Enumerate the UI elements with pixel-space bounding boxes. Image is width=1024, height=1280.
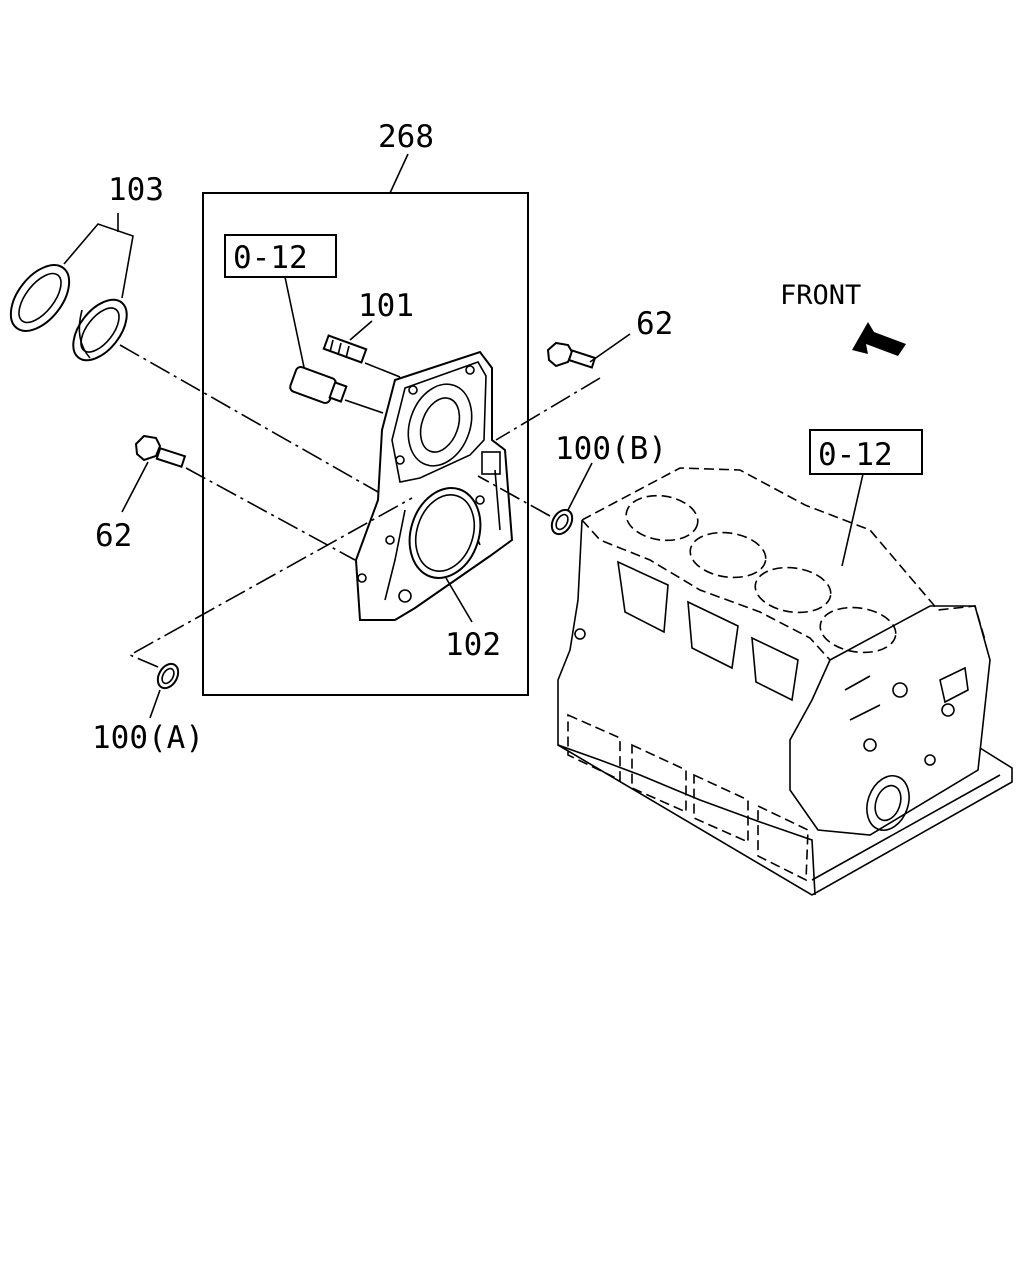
engine-block-part	[557, 467, 1013, 896]
front-arrow-icon	[852, 322, 906, 356]
ref-box-upper	[224, 234, 337, 278]
bolt-right-part	[546, 341, 597, 369]
leader-100a	[149, 689, 161, 719]
label-ref-upper[interactable]: 0-12	[233, 240, 308, 276]
leader-100b	[567, 462, 593, 511]
orifice-a-part	[156, 662, 180, 690]
gasket-inner	[414, 494, 476, 572]
leader-ref-block	[841, 473, 864, 567]
orifice-b-part	[550, 508, 574, 536]
assembly-frame	[202, 192, 529, 696]
label-ref-block[interactable]: 0-12	[818, 437, 893, 473]
orifice-a-inner	[161, 667, 175, 685]
bolt-left-axis	[185, 467, 356, 561]
label-102[interactable]: 102	[445, 627, 501, 663]
label-100a[interactable]: 100(A)	[92, 720, 204, 756]
orifice-b-axis	[477, 475, 551, 517]
label-101[interactable]: 101	[358, 288, 414, 324]
label-268[interactable]: 268	[378, 119, 434, 155]
leader-103	[63, 223, 134, 299]
front-label: FRONT	[780, 280, 861, 311]
leader-62-left	[121, 461, 149, 513]
fitting-axis	[344, 399, 384, 414]
fitting-part	[289, 366, 348, 404]
oil-seal-part	[9, 264, 128, 362]
leader-102	[445, 577, 473, 623]
stud-axis	[364, 362, 401, 378]
stud-part	[322, 334, 368, 364]
label-62-right[interactable]: 62	[636, 306, 673, 342]
leader-62-right	[589, 333, 631, 363]
label-103[interactable]: 103	[108, 172, 164, 208]
front-cover-part	[354, 350, 514, 621]
bolt-left-part	[134, 434, 187, 468]
leader-ref-upper	[284, 276, 306, 373]
seal-center-line	[119, 344, 379, 493]
orifice-a-axis	[128, 497, 413, 668]
label-100b[interactable]: 100(B)	[555, 431, 667, 467]
ref-box-block	[809, 429, 923, 475]
leader-268	[389, 153, 409, 194]
gasket-part	[408, 487, 482, 579]
leader-101	[349, 320, 373, 341]
label-62-left[interactable]: 62	[95, 518, 132, 554]
orifice-b-inner	[555, 513, 569, 531]
bolt-right-axis	[495, 377, 601, 441]
